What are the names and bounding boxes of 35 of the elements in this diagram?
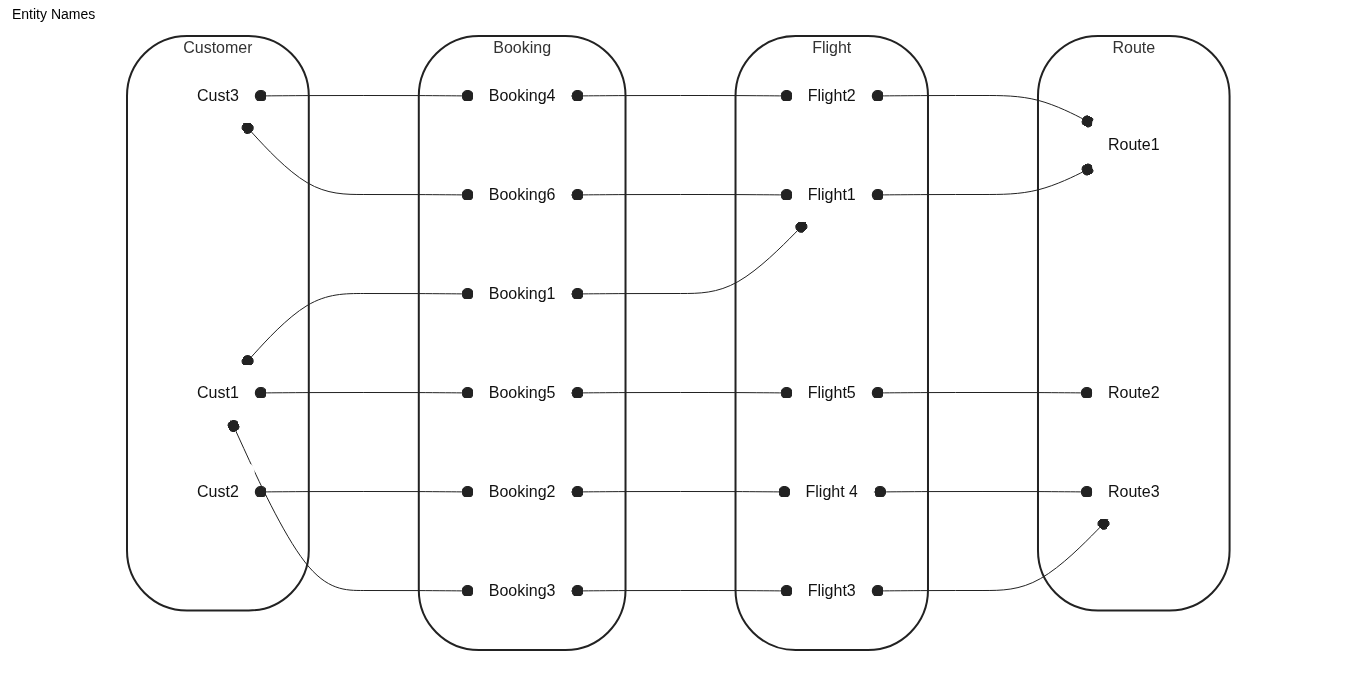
connector: [570, 188, 794, 201]
heading-label: Entity Names: [12, 6, 96, 22]
connector: [254, 386, 475, 399]
connector: [870, 517, 1110, 597]
node-text: Cust2: [197, 482, 239, 500]
connector: [870, 89, 1095, 128]
connector: [870, 386, 1095, 399]
connector: [570, 220, 808, 300]
connector: [873, 485, 1095, 498]
connector: [570, 485, 792, 498]
connector: [254, 89, 475, 102]
node-text: Flight5: [807, 383, 856, 401]
connector: [227, 419, 475, 597]
connector: [870, 163, 1095, 201]
node-text: Booking4: [489, 86, 556, 104]
node-text: Flight3: [807, 581, 856, 599]
node-text: Booking5: [489, 383, 556, 401]
node-text: Route3: [1108, 482, 1160, 500]
node-text: Flight2: [807, 86, 856, 104]
node-text: Cust3: [197, 86, 239, 104]
node-text: Booking1: [489, 284, 556, 302]
connector: [570, 386, 794, 399]
connector: [570, 89, 794, 102]
node-text: Booking6: [489, 185, 556, 203]
node-text: Flight 4: [805, 482, 859, 500]
node-text: Booking2: [489, 482, 556, 500]
connector: [254, 485, 475, 498]
node-text: Cust1: [197, 383, 239, 401]
connector: [241, 287, 475, 368]
connector: [241, 121, 475, 201]
connector: [570, 584, 794, 597]
node-text: Flight1: [807, 185, 856, 203]
node-text: Route2: [1108, 383, 1160, 401]
node-text: Booking3: [489, 581, 556, 599]
node-text: Route1: [1108, 136, 1160, 153]
